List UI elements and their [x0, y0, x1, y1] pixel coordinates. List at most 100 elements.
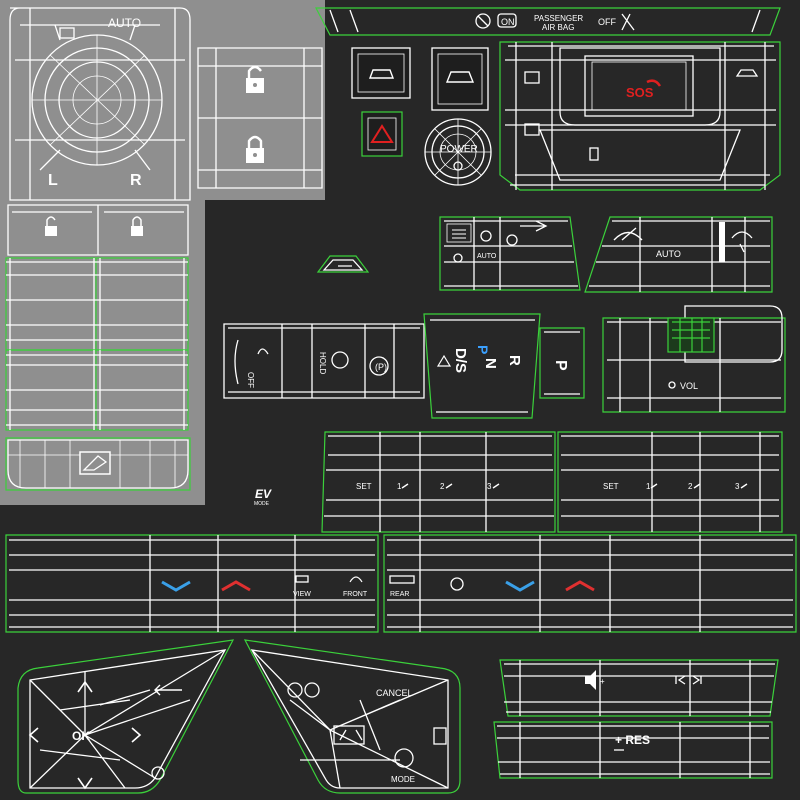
memory-3-right[interactable]: 3 — [735, 482, 740, 491]
parking-brake-icon — [369, 356, 389, 376]
media-strip[interactable]: + — [499, 659, 779, 717]
front-label[interactable]: FRONT — [343, 591, 368, 598]
seat-memory-strip-right[interactable]: SET 1 2 3 — [557, 431, 783, 533]
gear-n-label: N — [482, 358, 499, 369]
gear-p-blue-label: P — [475, 345, 491, 354]
steering-pad-left[interactable]: OK — [17, 639, 235, 794]
cruise-icon — [287, 682, 303, 698]
headlight-icon — [452, 229, 466, 239]
skip-track-icon — [675, 675, 702, 685]
res-strip[interactable]: + RES — [493, 721, 773, 779]
arrow-up-icon — [77, 680, 93, 693]
rear-fog-icon — [506, 234, 518, 246]
shifter-strip[interactable]: OFF HOLD (P) P R N D/S P — [223, 313, 585, 419]
washer-icon — [731, 231, 753, 253]
set-label-right[interactable]: SET — [603, 482, 619, 491]
airbag-seat-icon — [475, 13, 491, 29]
ev-mode-button[interactable]: EV MODE — [254, 487, 272, 507]
vol-label: VOL — [680, 381, 698, 391]
hood-car-icon — [445, 71, 475, 83]
sunroof-icon[interactable] — [735, 69, 759, 77]
res-label[interactable]: + RES — [615, 733, 650, 747]
distance-icon — [433, 727, 447, 745]
dome-light-icon[interactable] — [589, 147, 599, 161]
mode-label[interactable]: MODE — [391, 775, 415, 784]
vol-knob-icon — [668, 381, 676, 389]
hold-label: HOLD — [318, 352, 327, 374]
sos-button[interactable]: SOS — [626, 79, 662, 100]
volume-knob-panel[interactable]: VOL — [602, 305, 786, 413]
arrow-down-icon — [77, 777, 93, 790]
fog-light-icon — [480, 230, 492, 242]
seat-icon — [401, 483, 500, 489]
mirror-right-label[interactable]: R — [130, 172, 142, 189]
traction-off-icon — [257, 348, 269, 355]
steering-heat-icon — [450, 577, 464, 591]
mirror-left-label[interactable]: L — [48, 172, 58, 189]
power-label: POWER — [440, 144, 478, 155]
memory-2-right[interactable]: 2 — [688, 482, 693, 491]
airbag-label: AIR BAG — [542, 23, 574, 32]
back-icon — [154, 684, 182, 696]
light-stalk-strip[interactable]: AUTO — [439, 216, 581, 291]
window-lock-icon[interactable] — [79, 451, 111, 475]
temp-up-red-icon — [221, 580, 251, 592]
voice-icon — [151, 766, 165, 780]
climate-strip-right[interactable]: REAR — [383, 534, 797, 633]
door-lock-icon[interactable] — [131, 216, 143, 236]
temp-down-blue-icon — [161, 580, 191, 592]
rear-label[interactable]: REAR — [390, 591, 409, 598]
trunk-buttons[interactable] — [351, 47, 489, 111]
memory-1-left[interactable]: 1 — [397, 482, 402, 491]
airbag-off-label: OFF — [598, 17, 616, 27]
drive-mode-icon — [394, 748, 414, 768]
rear-defrost-icon — [389, 575, 415, 584]
set-label-left[interactable]: SET — [356, 482, 372, 491]
map-light-right-icon[interactable] — [524, 123, 540, 136]
window-switch-rows[interactable] — [5, 257, 189, 431]
power-icon — [453, 161, 463, 171]
speaker-icon — [585, 670, 596, 690]
gear-ds-label: D/S — [452, 348, 469, 373]
view-label[interactable]: VIEW — [293, 591, 311, 598]
seat-memory-strip-left[interactable]: SET 1 2 3 — [321, 431, 556, 533]
off-label: OFF — [246, 372, 255, 388]
memory-1-right[interactable]: 1 — [646, 482, 651, 491]
ev-mode-label: MODE — [254, 501, 270, 507]
mirror-fold-icon[interactable] — [59, 27, 75, 39]
power-button[interactable]: POWER — [424, 118, 492, 186]
door-unlock-icon[interactable] — [45, 216, 57, 236]
turn-signal-icon — [520, 220, 548, 232]
passenger-label: PASSENGER — [534, 14, 583, 23]
ev-label: EV — [255, 487, 272, 501]
front-defrost-icon — [349, 576, 363, 583]
wiper-auto-label: AUTO — [656, 249, 681, 259]
arrow-left-icon — [28, 727, 39, 743]
central-unlock-icon[interactable] — [246, 65, 264, 93]
small-button-cap — [316, 255, 370, 273]
wiper-stalk-strip[interactable]: AUTO — [584, 216, 773, 293]
central-lock-icon[interactable] — [246, 135, 264, 163]
steering-pad-right[interactable]: CANCEL MODE — [243, 639, 461, 794]
svg-text:(P): (P) — [375, 362, 387, 372]
ok-label[interactable]: OK — [72, 729, 90, 743]
camera-icon — [295, 575, 309, 583]
cruise-speed-icon — [304, 682, 320, 698]
cancel-label[interactable]: CANCEL — [376, 688, 413, 698]
climate-strip-left[interactable]: VIEW FRONT — [5, 534, 379, 633]
map-light-left-icon[interactable] — [524, 71, 540, 84]
mirror-window-panel: AUTO L R — [0, 0, 325, 505]
airbag-on-label: ON — [501, 17, 515, 27]
sos-overhead-console: SOS — [499, 41, 781, 191]
hazard-button[interactable] — [361, 111, 403, 157]
lane-assist-icon — [333, 725, 365, 745]
mirror-auto-label: AUTO — [108, 16, 141, 30]
temp-up-red-icon-2 — [565, 580, 595, 592]
hazard-icon — [370, 124, 394, 143]
auto-light-label: AUTO — [477, 253, 497, 260]
memory-2-left[interactable]: 2 — [440, 482, 445, 491]
gear-p-label[interactable]: P — [552, 360, 569, 371]
memory-3-left[interactable]: 3 — [487, 482, 492, 491]
sos-label[interactable]: SOS — [626, 85, 654, 100]
svg-text:+: + — [600, 677, 605, 686]
